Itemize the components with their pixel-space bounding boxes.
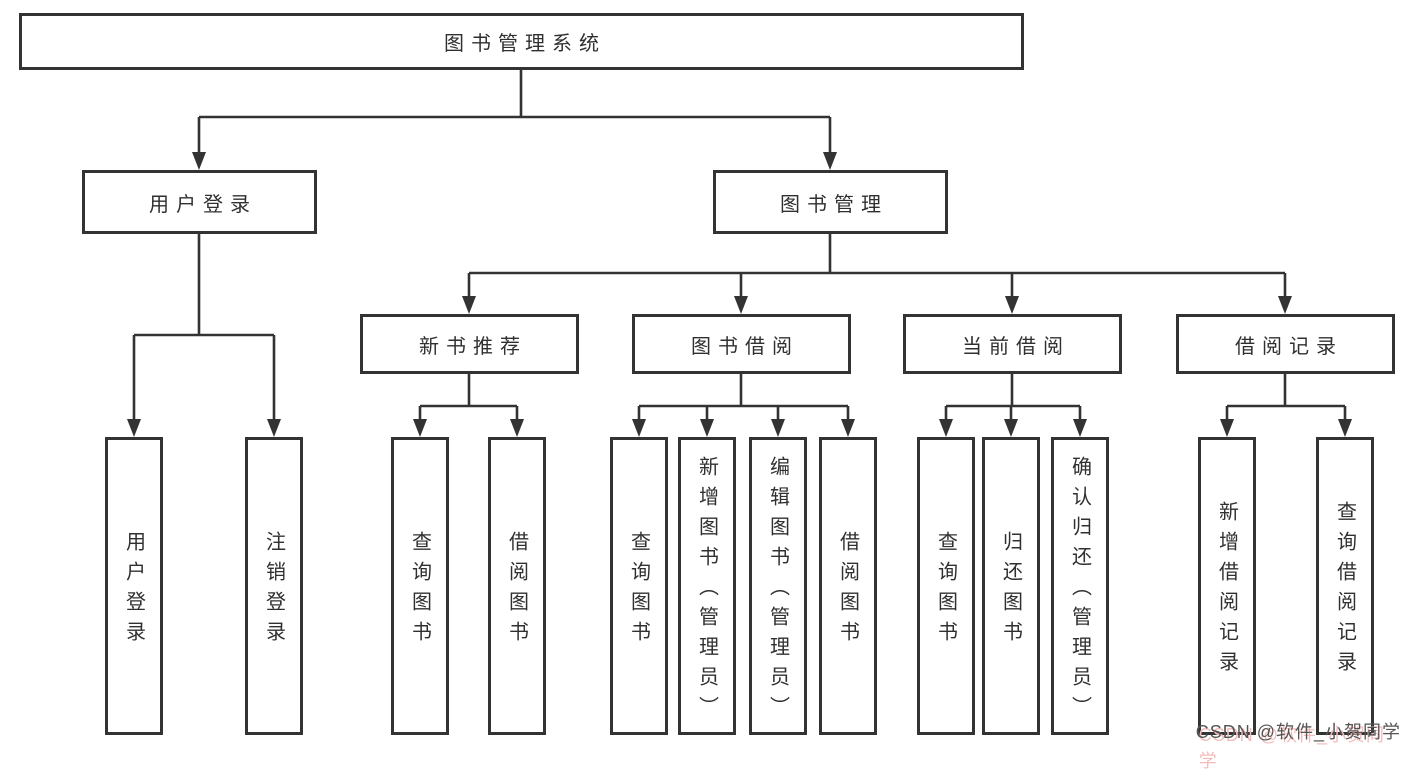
node-leaf-query-record-label: 查询借阅记录: [1333, 501, 1356, 681]
node-leaf-confirm-return: 确认归还（管理员）: [1051, 437, 1109, 735]
node-book-borrow: 图书借阅: [632, 314, 851, 374]
node-borrow-records-label: 借阅记录: [1235, 335, 1343, 358]
node-current-borrow: 当前借阅: [903, 314, 1122, 374]
connector-borrow-records-split: [1220, 374, 1352, 437]
node-user-login-label: 用户登录: [149, 193, 257, 216]
node-leaf-edit-book-label: 编辑图书（管理员）: [766, 456, 789, 726]
node-book-mgmt: 图书管理: [713, 170, 948, 234]
node-leaf-query-book-2: 查询图书: [610, 437, 668, 735]
node-leaf-add-record: 新增借阅记录: [1198, 437, 1256, 735]
node-leaf-query-book-3: 查询图书: [917, 437, 975, 735]
connector-current-borrow-split: [939, 374, 1087, 437]
node-current-borrow-label: 当前借阅: [962, 335, 1070, 358]
node-leaf-logout-label: 注销登录: [262, 531, 285, 651]
node-leaf-borrow-book-1-label: 借阅图书: [505, 531, 528, 651]
node-leaf-query-record: 查询借阅记录: [1316, 437, 1374, 735]
node-leaf-logout: 注销登录: [245, 437, 303, 735]
node-leaf-user-login: 用户登录: [105, 437, 163, 735]
connector-book-borrow-split: [632, 374, 855, 437]
node-leaf-query-book-1: 查询图书: [391, 437, 449, 735]
node-leaf-query-book-3-label: 查询图书: [934, 531, 957, 651]
node-leaf-query-book-1-label: 查询图书: [408, 531, 431, 651]
node-root: 图书管理系统: [19, 13, 1024, 70]
node-book-mgmt-label: 图书管理: [780, 193, 888, 216]
node-leaf-add-book-label: 新增图书（管理员）: [695, 456, 718, 726]
node-leaf-borrow-book-2: 借阅图书: [819, 437, 877, 735]
diagram-canvas: 图书管理系统 用户登录 图书管理 新书推荐 图书借阅 当前借阅 借阅记录 用户登…: [19, 13, 1400, 771]
node-leaf-query-book-2-label: 查询图书: [627, 531, 650, 651]
connector-root-split: [192, 70, 837, 170]
connector-book-mgmt-split: [462, 234, 1292, 314]
node-book-borrow-label: 图书借阅: [691, 335, 799, 358]
connector-new-book-rec-split: [413, 374, 524, 437]
node-leaf-user-login-label: 用户登录: [122, 531, 145, 651]
node-new-book-rec-label: 新书推荐: [419, 335, 527, 358]
node-leaf-return-book-label: 归还图书: [999, 531, 1022, 651]
node-leaf-borrow-book-2-label: 借阅图书: [836, 531, 859, 651]
node-root-label: 图书管理系统: [444, 33, 606, 55]
tree-connector-lines: [127, 70, 1352, 437]
node-leaf-add-book: 新增图书（管理员）: [678, 437, 736, 735]
node-new-book-rec: 新书推荐: [360, 314, 579, 374]
node-leaf-return-book: 归还图书: [982, 437, 1040, 735]
node-user-login: 用户登录: [82, 170, 317, 234]
node-borrow-records: 借阅记录: [1176, 314, 1395, 374]
node-leaf-add-record-label: 新增借阅记录: [1215, 501, 1238, 681]
node-leaf-borrow-book-1: 借阅图书: [488, 437, 546, 735]
connector-user-login-split: [127, 234, 281, 437]
node-leaf-edit-book: 编辑图书（管理员）: [749, 437, 807, 735]
node-leaf-confirm-return-label: 确认归还（管理员）: [1068, 456, 1091, 726]
